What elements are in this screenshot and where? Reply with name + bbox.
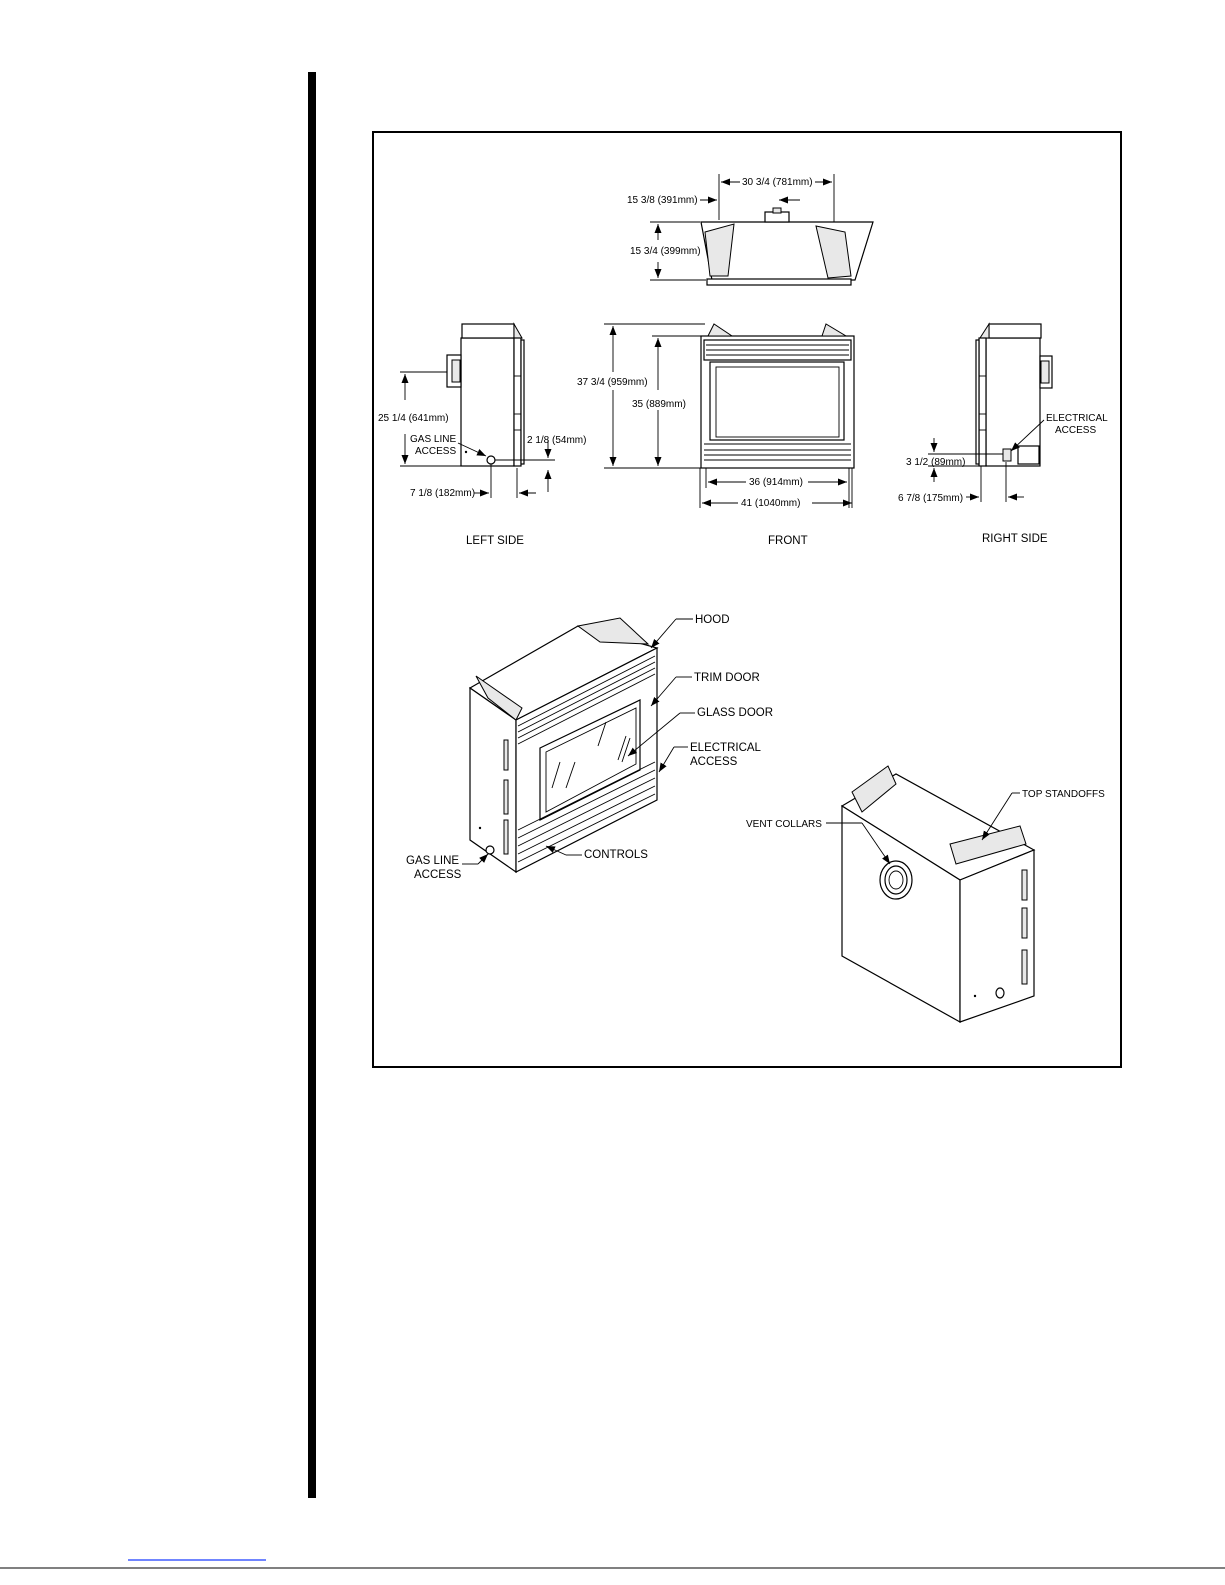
front-isometric-view: HOOD TRIM DOOR GLASS DOOR ELECTRICAL ACC… xyxy=(406,614,773,881)
right-elec-height-label: 3 1/2 (89mm) xyxy=(906,457,965,468)
callout-gas-line2: ACCESS xyxy=(414,869,462,881)
callout-electrical-line2: ACCESS xyxy=(690,756,738,768)
right-elec-offset-label: 6 7/8 (175mm) xyxy=(898,493,963,504)
front-opening-width-label: 36 (914mm) xyxy=(749,477,803,488)
left-gas-label-line2: ACCESS xyxy=(415,446,456,457)
right-side-view: ELECTRICAL ACCESS 3 1/2 (89mm) 6 7/8 (17… xyxy=(898,322,1108,545)
front-overall-height-label: 37 3/4 (959mm) xyxy=(577,377,648,388)
top-depth-label: 15 3/4 (399mm) xyxy=(630,246,701,257)
top-offset-label: 15 3/8 (391mm) xyxy=(627,195,698,206)
front-opening-height-label: 35 (889mm) xyxy=(632,399,686,410)
callout-electrical-line1: ELECTRICAL xyxy=(690,742,762,754)
rear-isometric-view: VENT COLLARS TOP STANDOFFS xyxy=(746,765,1105,1024)
callout-hood: HOOD xyxy=(695,614,730,626)
top-view: 30 3/4 (781mm) 15 3/8 (391mm) 15 3/4 (39… xyxy=(627,174,874,286)
callout-vent-collars: VENT COLLARS xyxy=(746,819,822,830)
callout-top-standoffs: TOP STANDOFFS xyxy=(1022,789,1105,800)
left-side-view: 25 1/4 (641mm) GAS LINE ACCESS 2 1/8 (54… xyxy=(378,322,586,547)
left-height-label: 25 1/4 (641mm) xyxy=(378,413,449,424)
right-side-title: RIGHT SIDE xyxy=(982,533,1048,545)
left-side-title: LEFT SIDE xyxy=(466,535,524,547)
left-gas-height-label: 2 1/8 (54mm) xyxy=(527,435,586,446)
left-gas-label-line1: GAS LINE xyxy=(410,434,456,445)
left-gas-offset-label: 7 1/8 (182mm) xyxy=(410,488,475,499)
right-elec-label-line2: ACCESS xyxy=(1055,425,1096,436)
top-width-label: 30 3/4 (781mm) xyxy=(742,177,813,188)
callout-trim-door: TRIM DOOR xyxy=(694,672,760,684)
right-elec-label-line1: ELECTRICAL xyxy=(1046,413,1108,424)
front-overall-width-label: 41 (1040mm) xyxy=(741,498,800,509)
front-title: FRONT xyxy=(768,535,808,547)
callout-controls: CONTROLS xyxy=(584,849,648,861)
figure-frame xyxy=(372,131,1122,1068)
callout-glass-door: GLASS DOOR xyxy=(697,707,773,719)
front-view: 37 3/4 (959mm) 35 (889mm) 36 (914mm) 41 … xyxy=(577,323,855,547)
callout-gas-line1: GAS LINE xyxy=(406,855,459,867)
page-margin-bar xyxy=(308,72,316,1498)
